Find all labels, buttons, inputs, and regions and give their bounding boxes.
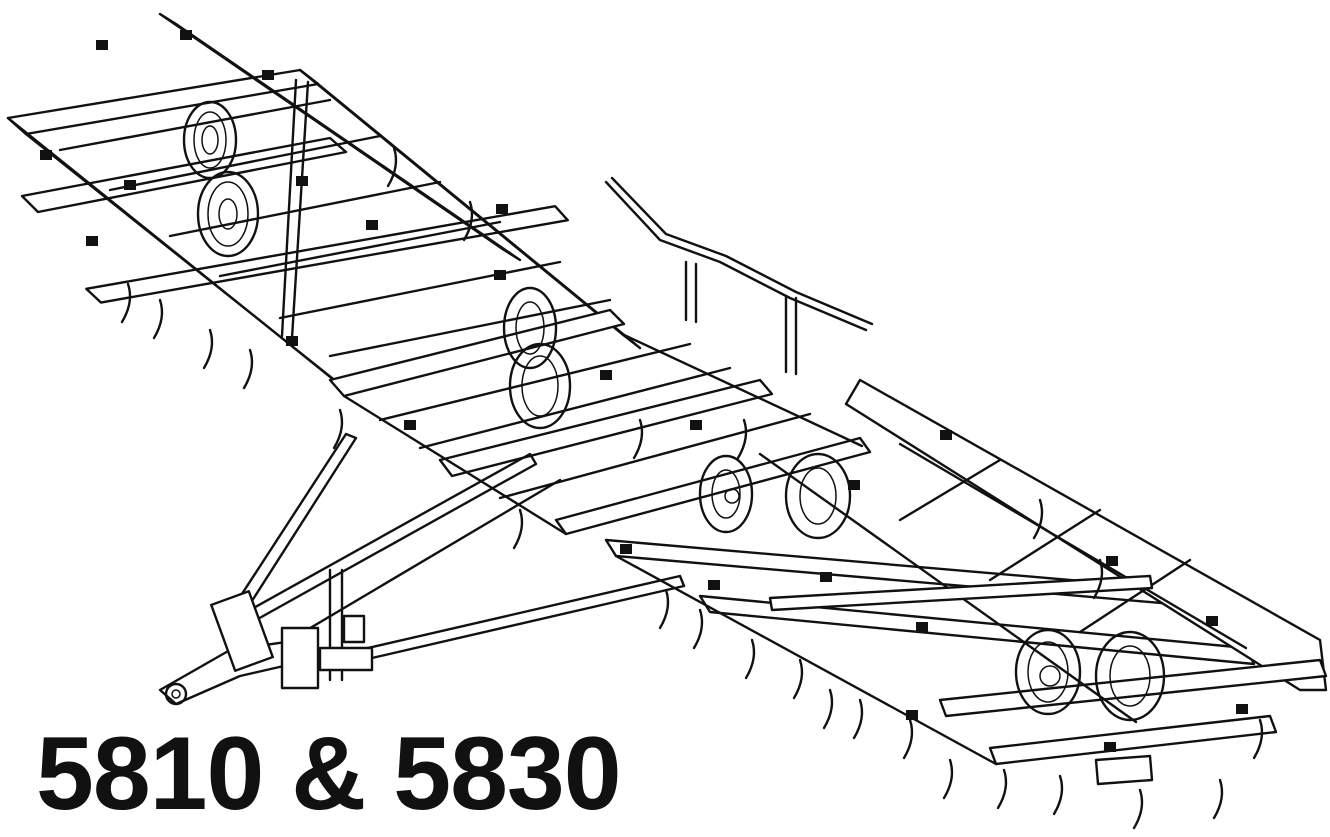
left-wing-frame [6,12,642,396]
left-wing-wheels [182,100,260,258]
right-wing-frame [604,378,1328,786]
center-wheels [502,286,852,540]
hitch-tongue [158,432,686,706]
cultivator-shanks [120,146,1264,830]
model-number-title: 5810 & 5830 [36,716,622,832]
right-wing-wheels [1014,628,1166,722]
shank-clamps [40,30,1248,752]
